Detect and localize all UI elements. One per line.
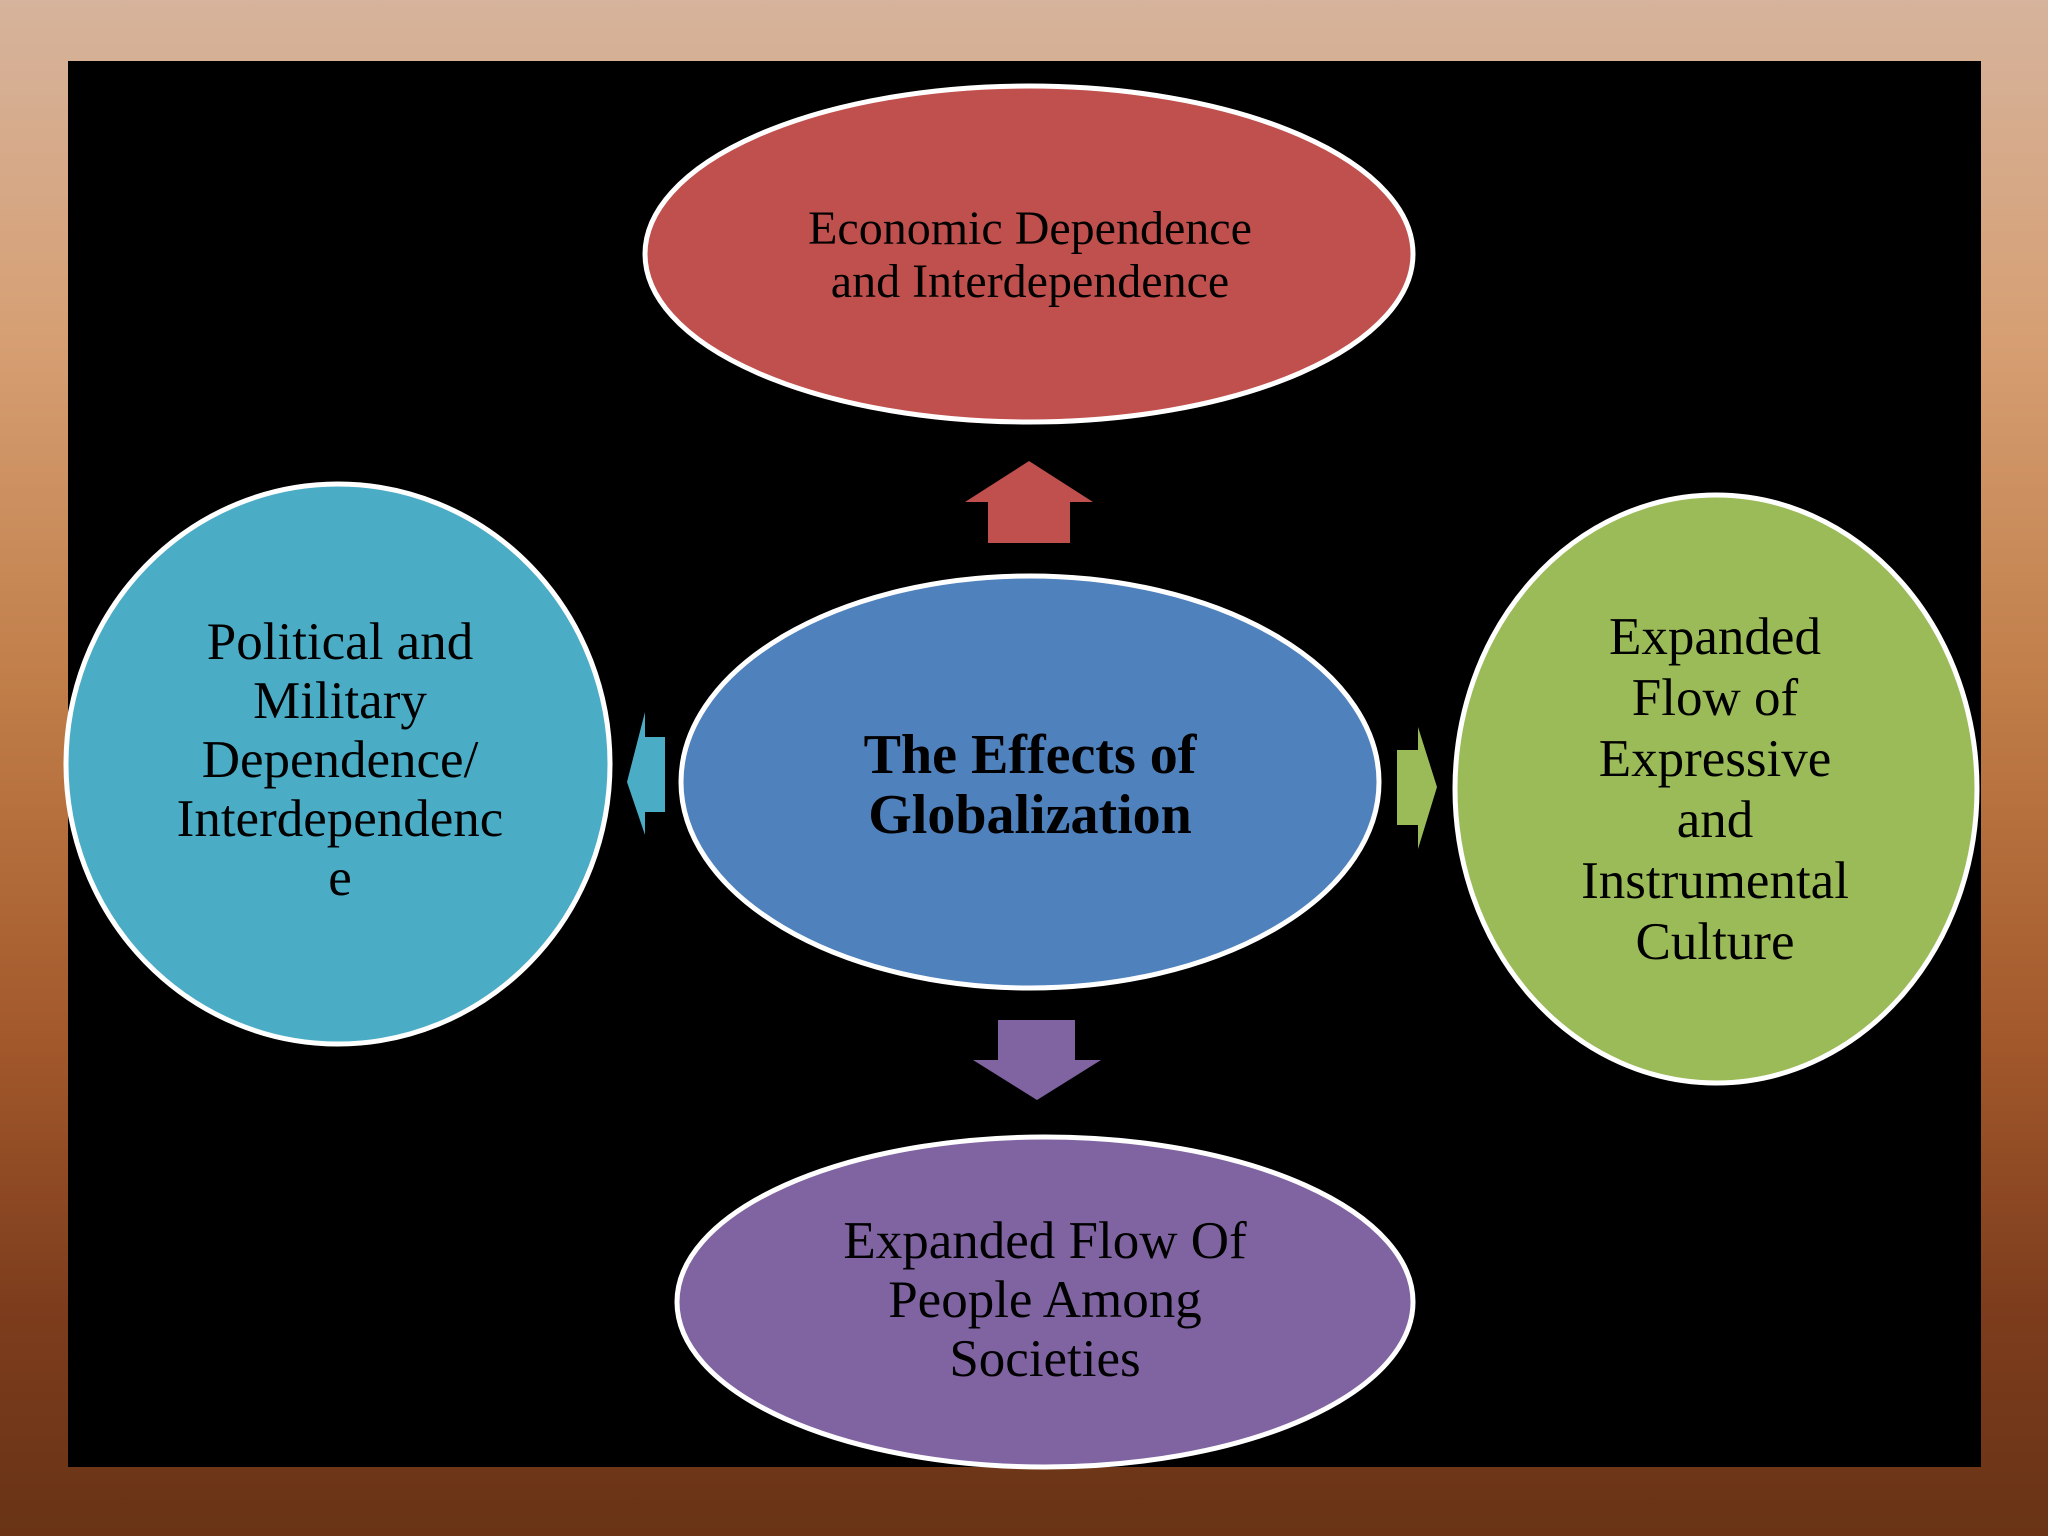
people-label-text: Expanded Flow Of People Among Societies — [843, 1211, 1247, 1388]
central-label-text: The Effects of Globalization — [863, 724, 1197, 846]
arrow-left-icon — [627, 712, 665, 835]
political-label-text: Political and Military Dependence/ Inter… — [176, 612, 504, 907]
people-node[interactable] — [674, 1134, 1416, 1470]
arrow-down-icon — [973, 1020, 1101, 1100]
political-node[interactable] — [63, 481, 613, 1047]
people-label: Expanded Flow Of People Among Societies — [760, 1190, 1330, 1410]
culture-node[interactable] — [1452, 492, 1980, 1086]
economic-node[interactable] — [642, 83, 1416, 425]
economic-label-text: Economic Dependence and Interdependence — [808, 202, 1252, 308]
economic-label: Economic Dependence and Interdependence — [740, 190, 1320, 320]
arrow-up-icon — [965, 461, 1093, 543]
political-label: Political and Military Dependence/ Inter… — [110, 590, 570, 930]
culture-label-text: Expanded Flow of Expressive and Instrume… — [1581, 608, 1849, 971]
central-label: The Effects of Globalization — [770, 700, 1290, 870]
culture-label: Expanded Flow of Expressive and Instrume… — [1470, 590, 1960, 990]
arrow-right-icon — [1397, 727, 1437, 849]
central-node[interactable] — [678, 573, 1382, 991]
